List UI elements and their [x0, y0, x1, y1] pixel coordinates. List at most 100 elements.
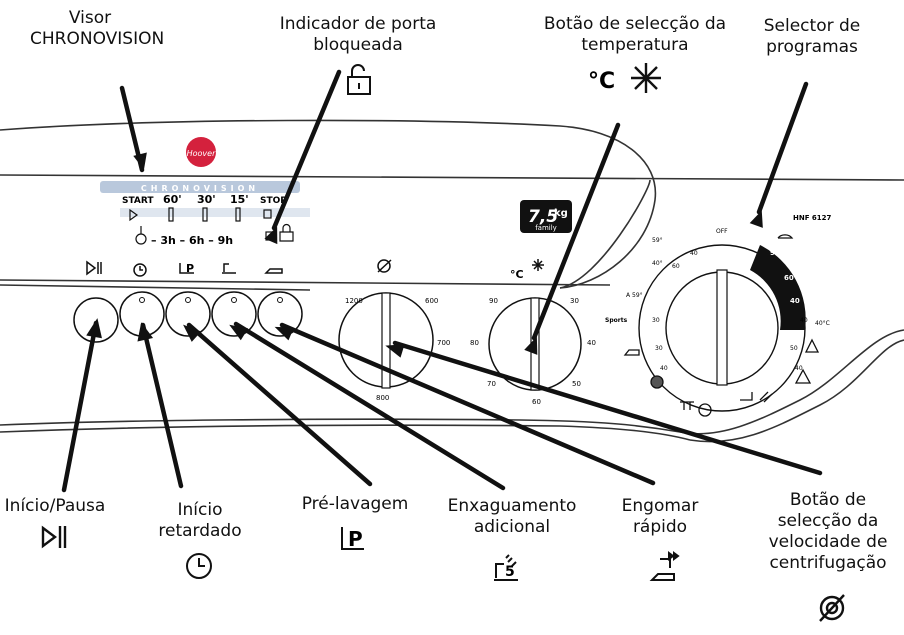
panel-prewash-icon [179, 263, 194, 274]
arrow-iron [279, 322, 656, 486]
display-delay-row: – 3h – 6h – 9h [151, 234, 233, 247]
rinse-button[interactable] [211, 291, 257, 337]
panel-temp-symbol: °C [510, 268, 524, 281]
start-pause-button[interactable] [73, 297, 119, 343]
program-selector-dial[interactable]: OFF 90 60 40 Sports A 59° 59° 40° 40°C 4… [605, 228, 830, 412]
panel-lock-icon [279, 223, 294, 242]
svg-text:Hoover: Hoover [187, 149, 216, 158]
program-off: OFF [716, 228, 728, 235]
arrow-temperature [531, 122, 621, 341]
door-lock-icon [347, 64, 371, 95]
callout-spin: Botão de selecção da velocidade de centr… [768, 490, 888, 573]
svg-text:kg: kg [554, 208, 568, 219]
panel-buttons [73, 291, 303, 343]
arrow-door-lock [271, 69, 342, 231]
spin-tick-800: 800 [376, 394, 389, 402]
display-band [100, 181, 300, 193]
prewash-icon [341, 527, 364, 550]
svg-text:7,5: 7,5 [528, 207, 558, 227]
panel-start-icon [86, 260, 97, 276]
spin-icon [819, 594, 845, 622]
temp-celsius-symbol: °C [588, 69, 615, 94]
program-symbols [623, 234, 820, 417]
panel-rinse-icon [222, 263, 236, 274]
led-stop [263, 209, 272, 219]
spin-tick-1200: 1200 [345, 297, 363, 305]
temp-tick-50: 50 [572, 380, 581, 388]
callout-temperature: Botão de selecção da temperatura [543, 14, 727, 55]
program-tick-c: 30 [652, 317, 660, 324]
led-15 [235, 207, 241, 222]
iron-icon [649, 551, 680, 581]
flask-small-icon [794, 368, 812, 384]
temp-tick-30: 30 [570, 297, 579, 305]
iron-button[interactable] [257, 291, 303, 337]
program-a59: A 59° [626, 292, 643, 299]
callout-iron: Engomar rápido [621, 496, 699, 537]
display-start: START [122, 196, 154, 206]
start-play-icon [129, 208, 139, 222]
svg-text:family: family [535, 224, 557, 232]
model-number: HNF 6127 [793, 214, 832, 222]
display-30: 30' [197, 193, 216, 206]
program-tick-a: 40 [690, 250, 698, 257]
led-60 [168, 207, 174, 222]
callout-programs: Selector de programas [763, 16, 861, 57]
display-track [120, 208, 310, 217]
spin-speed-dial[interactable]: 1200 600 700 800 [338, 292, 450, 402]
callout-start-pause: Início/Pausa [4, 496, 106, 516]
snowflake-icon [631, 63, 661, 93]
rinse-plus-icon [494, 554, 518, 581]
temp-tick-80: 80 [470, 339, 479, 347]
program-dark-60: 60 [784, 274, 794, 282]
panel-delay-icon [133, 263, 147, 277]
delay-clock-small-icon [135, 233, 147, 245]
program-sports: Sports [605, 317, 628, 324]
arrow-start-pause [61, 320, 99, 493]
prewash-icon-letter: P [348, 527, 363, 551]
display-title: CHRONOVISION [141, 184, 259, 193]
program-tick-h: 50 [790, 345, 798, 352]
program-r40: 40° [652, 260, 663, 267]
callout-delay: Início retardado [158, 500, 242, 541]
callout-rinse: Enxaguamento adicional [447, 496, 577, 537]
prewash-button[interactable] [165, 291, 211, 337]
program-aa40: 40°C [815, 320, 830, 327]
program-tick-d: 40 [800, 317, 808, 324]
delay-clock-icon [186, 553, 212, 579]
program-tick-g: 40 [795, 365, 803, 372]
callout-visor: Visor CHRONOVISION [30, 8, 165, 49]
arrow-programs [756, 81, 809, 215]
start-pause-icon [41, 525, 67, 549]
arrow-delay [140, 322, 184, 489]
program-dark-sector [750, 245, 806, 330]
arrow-spin [392, 340, 823, 476]
chronovision-display: CHRONOVISION START 60' 30' 15' STOP – 3h… [100, 181, 310, 247]
rinse-program-icon [740, 392, 753, 401]
spin-tick-600: 600 [425, 297, 438, 305]
temp-tick-90: 90 [489, 297, 498, 305]
callout-arrows [61, 69, 823, 493]
program-dark-90: 90 [770, 249, 780, 257]
program-r59: 59° [652, 237, 663, 244]
panel-snow-icon [532, 259, 544, 271]
drain-icon [680, 401, 694, 410]
arrow-prewash [186, 322, 373, 487]
cotton-icon [777, 234, 794, 239]
flask-icon [804, 338, 820, 353]
temp-tick-60: 60 [532, 398, 541, 406]
program-tick-b: 60 [672, 263, 680, 270]
wool-icon [650, 375, 664, 389]
temp-tick-70: 70 [487, 380, 496, 388]
spin-tick-700: 700 [437, 339, 450, 347]
led-30 [202, 207, 208, 222]
program-tick-e: 40 [660, 365, 668, 372]
panel-icons-row [86, 259, 544, 277]
spiral-icon [698, 403, 712, 417]
spray-icon [759, 391, 773, 403]
capacity-badge: 7,5 kg family [520, 200, 572, 233]
program-tick-f: 30 [655, 345, 663, 352]
program-dark-40: 40 [790, 297, 800, 305]
handwash-icon [623, 349, 640, 356]
